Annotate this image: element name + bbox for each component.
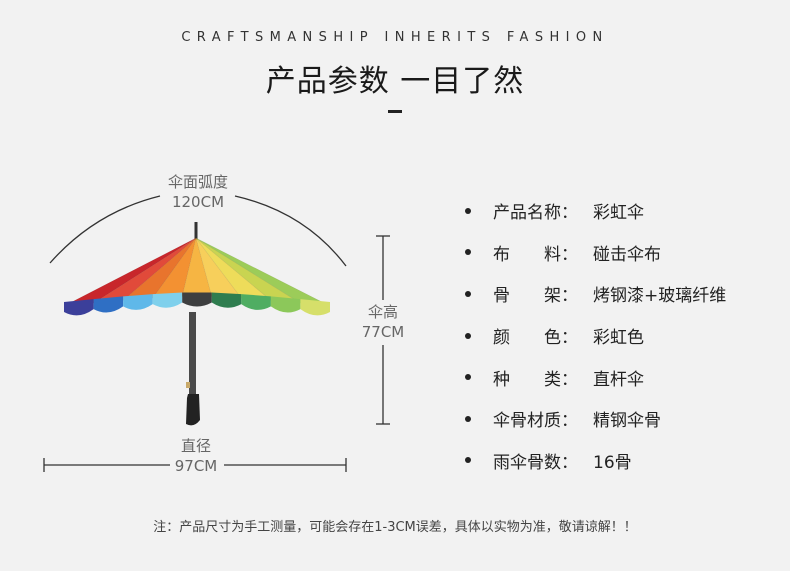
spec-list: 产品名称： 彩虹伞 布 料： 碰击伞布 骨 架： 烤钢漆+玻璃纤维 颜 色： 彩… [465,190,726,481]
spec-key: 布 料： [493,244,578,265]
tagline: CRAFTSMANSHIP INHERITS FASHION [181,30,609,45]
bullet-icon [465,457,471,464]
spec-value: 16骨 [593,452,632,473]
spec-value: 彩虹伞 [593,203,644,224]
spec-key: 种 类： [493,369,578,390]
rim-panel [300,299,330,316]
spec-key: 雨伞骨数： [493,452,578,473]
spec-item-rib-count: 雨伞骨数： 16骨 [465,440,726,482]
page-title: 产品参数 一目了然 [265,64,525,99]
bullet-icon [465,249,471,256]
spec-key: 颜 色： [493,328,578,349]
umbrella-handle [186,394,200,426]
bullet-icon [465,290,471,297]
rim-panel [93,296,124,313]
rim-panel [241,294,271,310]
footer-note: 注：产品尺寸为手工测量，可能会存在1-3CM误差，具体以实物为准，敬请谅解！！ [153,520,637,535]
rim-panel [123,294,153,310]
rim-panel [182,292,212,307]
bullet-icon [465,332,471,339]
diameter-label: 直径 97CM [174,437,218,475]
bullet-icon [465,374,471,381]
spec-item-type: 种 类： 直杆伞 [465,356,726,398]
height-label: 伞高 77CM [361,303,405,341]
spec-key: 骨 架： [493,286,578,307]
umbrella-shaft [189,312,196,396]
bullet-icon [465,415,471,422]
spec-item-rib-material: 伞骨材质： 精钢伞骨 [465,398,726,440]
spec-value: 精钢伞骨 [593,411,661,432]
arc-line-right [234,195,347,267]
arc-label: 伞面弧度 120CM [167,173,228,211]
rim-panel [152,292,183,308]
arc-line-left [49,195,161,264]
rim-panel [270,296,301,313]
bullet-icon [465,207,471,214]
spec-value: 碰击伞布 [593,244,661,265]
spec-key: 伞骨材质： [493,411,578,432]
spec-value: 烤钢漆+玻璃纤维 [593,286,727,307]
spec-item-name: 产品名称： 彩虹伞 [465,190,726,232]
rim-panel [211,292,242,308]
spec-item-fabric: 布 料： 碰击伞布 [465,232,726,274]
umbrella-rim [64,292,330,316]
spec-item-color: 颜 色： 彩虹色 [465,315,726,357]
spec-item-frame: 骨 架： 烤钢漆+玻璃纤维 [465,273,726,315]
rim-panel [64,299,94,316]
spec-key: 产品名称： [493,203,578,224]
umbrella-button [186,382,190,388]
title-divider [388,110,402,113]
spec-value: 直杆伞 [593,369,644,390]
spec-value: 彩虹色 [593,328,644,349]
